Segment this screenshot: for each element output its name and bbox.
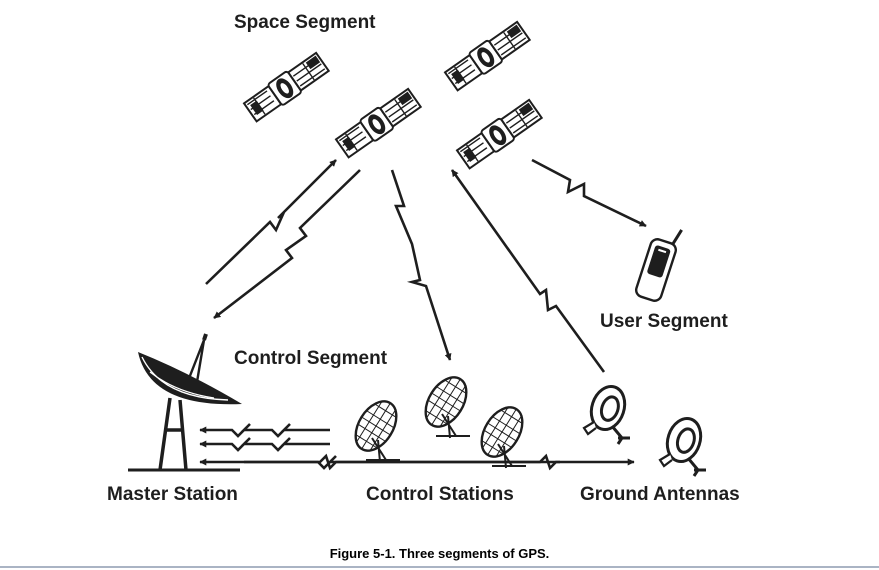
control-segment-label: Control Segment <box>234 348 388 369</box>
user-segment-label: User Segment <box>600 311 728 332</box>
control-link-arrow <box>244 453 635 471</box>
master-station-dish-icon <box>128 333 242 472</box>
control-link-arrow <box>199 437 330 452</box>
figure-caption: Figure 5-1. Three segments of GPS. <box>329 546 550 561</box>
control-link-arrow <box>199 423 330 438</box>
ground-antenna-icon <box>582 380 632 446</box>
ground-antennas-label: Ground Antennas <box>580 484 740 505</box>
control-station-dish-icon <box>416 368 476 440</box>
control-stations-label: Control Stations <box>366 484 514 505</box>
control-station-dish-icon <box>472 398 532 470</box>
satellite-icon <box>442 19 532 94</box>
satellite-icon <box>454 97 544 172</box>
master-station-label: Master Station <box>107 484 238 505</box>
downlink-arrow <box>390 169 452 361</box>
downlink-arrow <box>531 158 647 228</box>
satellite-icon <box>241 50 331 125</box>
divider <box>0 566 879 568</box>
ground-antenna-icon <box>658 412 708 478</box>
uplink-arrow <box>205 159 337 285</box>
gps-handset-icon <box>634 229 683 302</box>
downlink-arrow <box>213 169 361 320</box>
control-station-dish-icon <box>346 392 406 464</box>
satellite-icon <box>333 86 423 161</box>
uplink-arrow <box>450 169 606 373</box>
space-segment-label: Space Segment <box>234 12 376 33</box>
